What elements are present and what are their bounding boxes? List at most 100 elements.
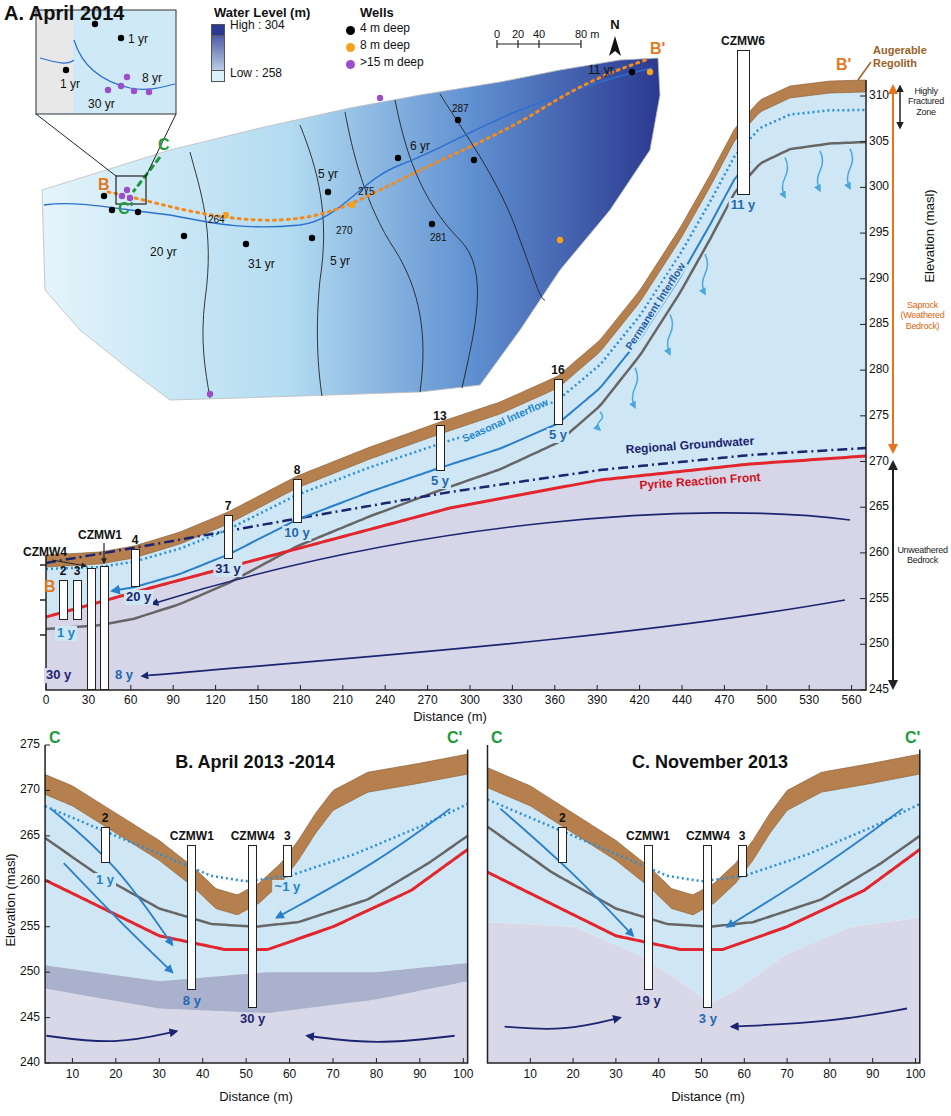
legend-label: Low : 258 [230,67,282,81]
well-casing: 13 [436,425,445,471]
contour-line [300,125,324,396]
tick-label: 60 [283,1068,296,1082]
axis-tick [860,689,866,690]
tick-label: 70 [780,1068,793,1082]
tick-label: 560 [842,694,862,708]
well-dot [119,193,125,199]
age-label: 30 y [240,1012,265,1027]
tick-label: 40 [196,1068,209,1082]
axis-tick [860,415,866,416]
age-label: 8 yr [142,72,162,86]
well-dot [135,209,141,215]
axis-tick [376,1058,377,1063]
axis-tick [860,96,866,97]
well-dot [647,69,653,75]
tick-label: 470 [714,694,734,708]
axis-title: Distance (m) [671,1090,745,1105]
legend-heading: Wells [360,6,394,21]
axis-tick [597,685,598,690]
well-label: 8 [294,464,301,478]
axis-tick [40,634,46,636]
range-arrow [892,86,894,452]
well-casing: CZMW1 [187,845,196,990]
age-label: 5 yr [330,255,350,269]
tick-label: 40 [652,1068,665,1082]
panel-title: C. November 2013 [632,752,788,773]
tick-label: 50 [695,1068,708,1082]
tick-label: 30 [609,1068,622,1082]
axis-tick [554,685,555,690]
axis-tick [45,881,50,882]
tick-label: 80 [823,1068,836,1082]
axis-tick [463,1058,464,1063]
axis-tick [512,685,513,690]
well-label: 2 [102,812,109,826]
well-label: CZMW4 [23,546,67,560]
recharge-arrow [848,149,853,189]
axis-tick [300,685,301,690]
age-label: 5 y [547,428,569,443]
age-label: 3 y [699,1012,717,1027]
axis-tick [615,1058,616,1063]
axis-tick [385,685,386,690]
tick-label: 10 [66,1068,79,1082]
section-marker: C [491,729,503,747]
section-marker: B [98,176,110,194]
well-dot [629,69,635,75]
age-label: 30 y [44,668,73,683]
age-label: 11 y [729,198,758,213]
axis-title: Distance (m) [219,1090,293,1105]
tick-label: 240 [375,694,395,708]
axis-line [488,745,920,1063]
flow-arrow [307,1036,455,1042]
tick-label: 0 [43,694,50,708]
legend-label: High : 304 [230,19,285,33]
inset-map [36,10,176,114]
tick-label: 60 [124,694,137,708]
tick-label: 255 [20,920,40,934]
axis-tick [333,1058,334,1063]
well-dot [429,221,435,227]
axis-tick [258,685,259,690]
section-marker: B' [836,56,851,74]
age-label: 8 y [183,994,201,1009]
section-marker: C' [118,200,133,218]
well-casing: 2 [558,827,567,863]
well-dot [118,35,124,41]
well-casing: CZMW6 [737,50,750,195]
tick-label: 270 [418,694,438,708]
age-label: 20 yr [150,246,177,260]
pyrite-front [46,456,866,617]
zone-label: Unweathered Bedrock [896,545,949,566]
well-dot [124,74,130,80]
axis-tick [860,278,866,279]
tick-label: 270 [20,783,40,797]
flow-arrow [46,1031,176,1041]
stream [40,58,74,63]
age-label: 31 y [213,562,242,577]
axis-tick [860,598,866,599]
axis-tick [45,790,50,791]
tick-label: 500 [757,694,777,708]
axis-tick [860,370,866,371]
scale-label: 40 [533,28,545,41]
tick-label: 180 [290,694,310,708]
axis-tick [915,1058,916,1063]
well-dot [471,157,477,163]
axis-tick [40,599,46,601]
tick-label: 100 [905,1068,925,1082]
age-label: ~1 y [273,880,303,895]
tick-label: 90 [413,1068,426,1082]
tick-label: 250 [20,965,40,979]
axis-tick [860,187,866,188]
section-marker: C' [905,729,920,747]
legend-swatch [346,26,355,35]
section-line [108,60,646,220]
well-label: CZMW4 [686,830,730,844]
tick-label: 120 [206,694,226,708]
inset-frame [116,176,146,204]
leader-line [52,560,86,566]
tick-label: 245 [869,683,889,697]
well-label: 2 [559,812,566,826]
tick-label: 290 [869,272,889,286]
